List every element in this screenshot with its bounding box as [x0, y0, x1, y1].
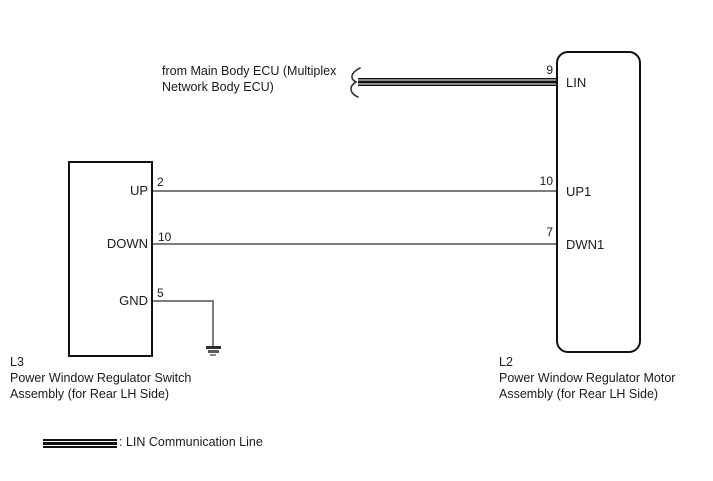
ground-icon: [206, 346, 221, 349]
gnd-wire-vertical: [212, 300, 214, 346]
pin-label-down: DOWN: [106, 236, 148, 251]
down-wire: [152, 243, 557, 245]
pin-number-lin: 9: [546, 63, 553, 77]
right-component-name1: Power Window Regulator Motor: [499, 371, 676, 385]
gnd-wire-horizontal: [152, 300, 214, 302]
legend-lin-line-icon: [43, 439, 117, 448]
ground-icon-bar3: [210, 354, 216, 356]
ecu-note: from Main Body ECU (Multiplex Network Bo…: [162, 63, 336, 95]
right-component-id: L2: [499, 355, 513, 369]
legend-label: : LIN Communication Line: [119, 435, 263, 449]
pin-number-up1: 10: [539, 174, 553, 188]
right-component-box: [556, 51, 641, 353]
left-component-box: [68, 161, 153, 357]
lin-wire: [358, 78, 557, 86]
pin-label-up1: UP1: [566, 184, 592, 199]
right-component-name2: Assembly (for Rear LH Side): [499, 387, 659, 401]
left-component-name2: Assembly (for Rear LH Side): [10, 387, 170, 401]
right-component-caption: L2 Power Window Regulator Motor Assembly…: [499, 354, 675, 402]
pin-label-dwn1: DWN1: [566, 237, 605, 252]
pin-number-dwn1: 7: [546, 225, 553, 239]
left-component-caption: L3 Power Window Regulator Switch Assembl…: [10, 354, 191, 402]
pin-label-lin: LIN: [566, 75, 587, 90]
left-component-id: L3: [10, 355, 24, 369]
wire-break-icon: [350, 67, 361, 98]
pin-label-up: UP: [129, 183, 148, 198]
ecu-note-line2: Network Body ECU): [162, 80, 274, 94]
pin-number-gnd: 5: [157, 286, 164, 300]
left-component-name1: Power Window Regulator Switch: [10, 371, 192, 385]
pin-number-up: 2: [157, 175, 164, 189]
up-wire: [152, 190, 557, 192]
pin-number-down: 10: [158, 230, 172, 244]
pin-label-gnd: GND: [119, 293, 148, 308]
ecu-note-line1: from Main Body ECU (Multiplex: [162, 64, 337, 78]
ground-icon-bar2: [208, 350, 219, 353]
